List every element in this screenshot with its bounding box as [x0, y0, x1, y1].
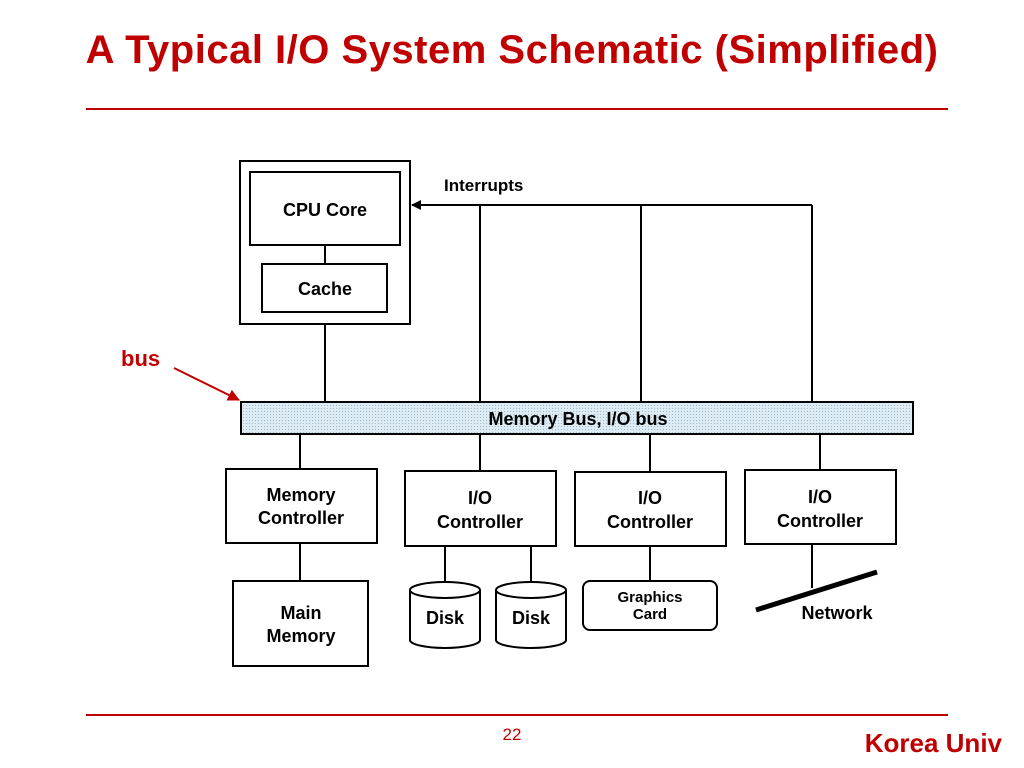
io-controller-1-box [404, 470, 557, 547]
slide-title: A Typical I/O System Schematic (Simplifi… [85, 28, 939, 72]
main-memory-box [232, 580, 369, 667]
bus-callout-label: bus [121, 346, 160, 371]
cpu-core-label: CPU Core [283, 200, 367, 220]
page-number: 22 [502, 725, 522, 744]
cache-label: Cache [298, 279, 352, 299]
io-controller-1-label-1: I/O [468, 488, 492, 508]
memory-controller-box [225, 468, 378, 544]
network-label: Network [801, 603, 873, 623]
io-controller-3-label-2: Controller [777, 511, 863, 531]
footer-divider [86, 714, 948, 716]
graphics-card-box [582, 580, 718, 631]
memory-io-bus [240, 401, 914, 435]
io-controller-3-label-1: I/O [808, 487, 832, 507]
graphics-card-label-2: Card [633, 606, 667, 623]
io-controller-3-box [744, 469, 897, 545]
interrupts-label: Interrupts [444, 176, 523, 195]
memory-controller-label-1: Memory [266, 485, 335, 505]
io-controller-1-label-2: Controller [437, 512, 523, 532]
network-line [755, 569, 878, 613]
bus-label: Memory Bus, I/O bus [488, 409, 667, 429]
disk-1: Disk [409, 581, 481, 649]
io-controller-2-box [574, 471, 727, 547]
memory-controller-label-2: Controller [258, 508, 344, 528]
footer-brand: Korea Univ [864, 728, 1002, 758]
cache-box [261, 263, 388, 313]
io-controller-2-label-1: I/O [638, 488, 662, 508]
disk-2-label: Disk [512, 608, 551, 628]
disk-1-label: Disk [426, 608, 465, 628]
title-divider [86, 108, 948, 110]
bus-callout-arrow [173, 367, 240, 401]
disk-2: Disk [495, 581, 567, 649]
graphics-card-label-1: Graphics [617, 589, 682, 606]
io-controller-2-label-2: Controller [607, 512, 693, 532]
main-memory-label-2: Memory [266, 626, 335, 646]
cpu-core-box [249, 171, 401, 246]
main-memory-label-1: Main [280, 603, 321, 623]
